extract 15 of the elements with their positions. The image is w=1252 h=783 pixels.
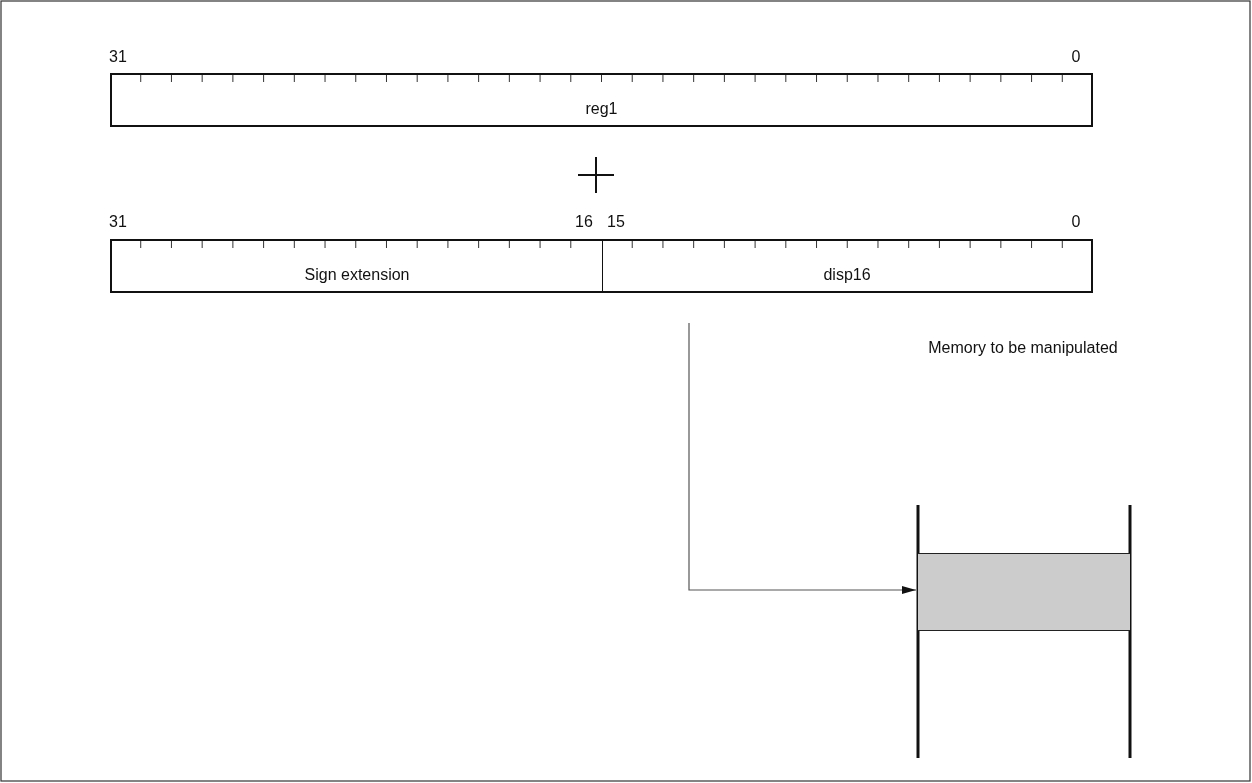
register-field bbox=[603, 239, 1093, 293]
field-label: disp16 bbox=[823, 266, 871, 284]
arrow bbox=[688, 322, 917, 594]
field-label: reg1 bbox=[585, 100, 618, 118]
field-label: Sign extension bbox=[304, 266, 410, 284]
register-field bbox=[110, 239, 603, 293]
memory-cell bbox=[918, 553, 1130, 631]
bit-number: 15 bbox=[607, 213, 625, 231]
bit-number: 31 bbox=[109, 213, 127, 231]
register-box bbox=[110, 73, 1093, 127]
bit-number: 0 bbox=[1071, 48, 1081, 66]
bit-number: 16 bbox=[575, 213, 593, 231]
memory-caption: Memory to be manipulated bbox=[928, 339, 1118, 357]
bit-number: 31 bbox=[109, 48, 127, 66]
bit-number: 0 bbox=[1071, 213, 1081, 231]
